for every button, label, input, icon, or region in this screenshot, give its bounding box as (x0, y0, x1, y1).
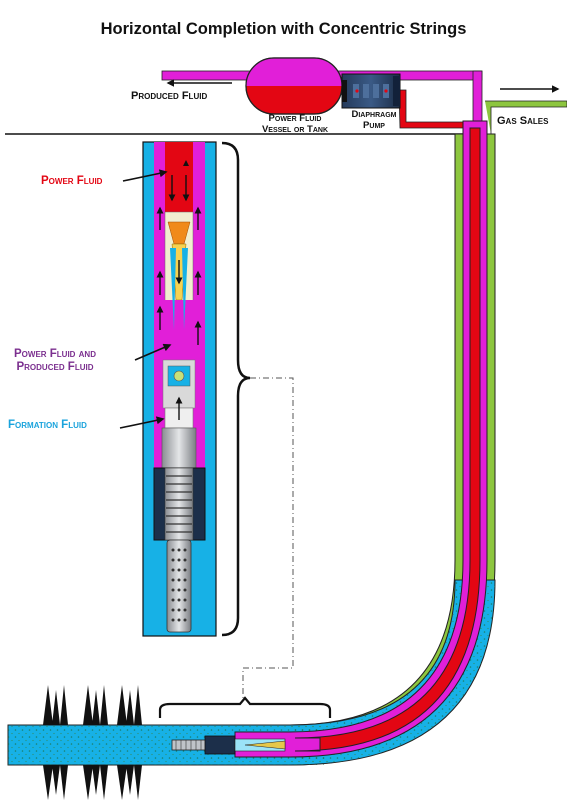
produced-fluid-label: Produced Fluid (131, 90, 208, 102)
lateral-bracket (158, 696, 332, 718)
detail-view (142, 141, 217, 637)
mixed-fluid-tubing (234, 120, 488, 758)
perforation-spike-icon (43, 685, 142, 800)
power-and-produced-fluid-label-line2: Produced Fluid (16, 361, 94, 374)
surface-riser (472, 70, 483, 122)
power-fluid-tank-label-line1: Power Fluid (268, 113, 322, 124)
power-fluid-tank (245, 57, 343, 115)
diaphragm-pump (341, 73, 401, 109)
power-fluid-tank-label-line2: Vessel or Tank (261, 123, 329, 135)
gas-annulus (7, 133, 496, 766)
power-fluid-surface-line (398, 89, 471, 129)
curly-brace-icon (221, 141, 251, 637)
power-fluid-label: Power Fluid (41, 175, 103, 187)
power-and-produced-fluid-label: Power Fluid and Produced Fluid (14, 348, 96, 374)
diagram-title: Horizontal Completion with Concentric St… (100, 20, 467, 38)
formation-fluid-label: Formation Fluid (8, 419, 87, 431)
detail-connector (242, 377, 294, 698)
power-fluid-tank-label: Power Fluid Vessel or Tank (250, 113, 340, 136)
diaphragm-pump-label-line2: Pump (363, 119, 385, 131)
power-fluid-tubing (294, 127, 481, 752)
diaphragm-pump-label: Diaphragm Pump (344, 109, 404, 132)
diaphragm-pump-label-line1: Diaphragm (351, 109, 397, 120)
lateral-packer (204, 735, 236, 755)
power-and-produced-fluid-label-line1: Power Fluid and (14, 348, 96, 360)
gas-sales-label: Gas Sales (497, 115, 549, 127)
gas-sales-line (485, 100, 567, 134)
